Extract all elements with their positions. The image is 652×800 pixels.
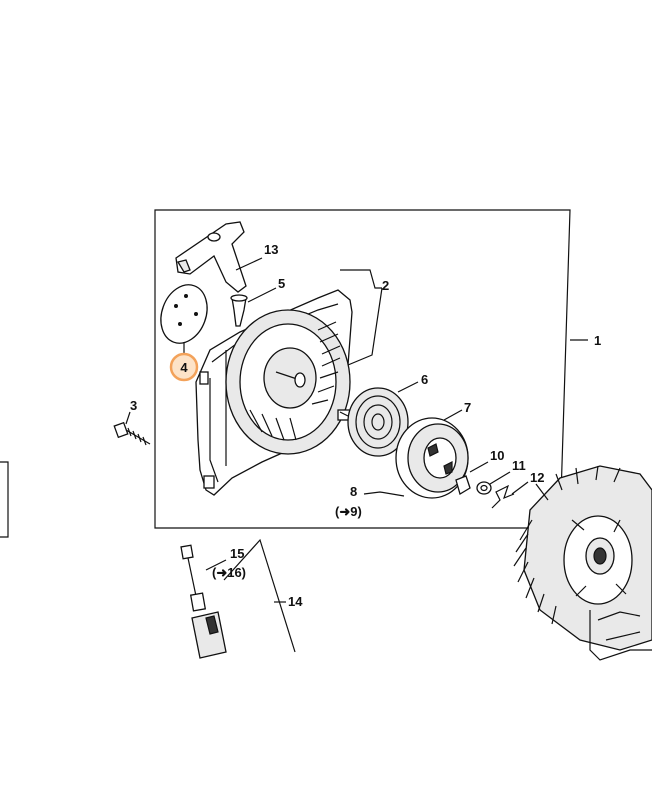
page-edge-fragment [0, 461, 9, 538]
washer-plate [160, 284, 208, 344]
callout-8-ref: (➜9) [335, 504, 362, 519]
callout-8: 8 [350, 484, 357, 499]
fan-housing [195, 289, 353, 496]
pawl [455, 475, 471, 495]
highlight-ring-4[interactable] [169, 352, 199, 382]
crankcase-fragment [589, 610, 652, 661]
rope-rotor [395, 417, 469, 499]
screw [113, 421, 151, 446]
callout-6: 6 [421, 372, 428, 387]
rod-assembly [180, 544, 227, 659]
callout-1: 1 [594, 333, 601, 348]
flywheel [513, 465, 652, 651]
starter-grip [175, 221, 247, 293]
callout-3: 3 [130, 398, 137, 413]
callout-2: 2 [382, 278, 389, 293]
callout-5: 5 [278, 276, 285, 291]
callout-10: 10 [490, 448, 504, 463]
washer [476, 481, 492, 495]
callout-11: 11 [512, 458, 526, 473]
callout-13: 13 [264, 242, 278, 257]
callout-4[interactable]: 4 [180, 360, 188, 375]
rewind-spring [339, 387, 409, 457]
callout-7: 7 [464, 400, 471, 415]
callout-12: 12 [530, 470, 544, 485]
callout-14: 14 [288, 594, 303, 609]
starter-rope [363, 491, 405, 497]
spring-clip [491, 484, 515, 509]
callout-15-ref: (➜16) [212, 565, 246, 580]
callout-15: 15 [230, 546, 244, 561]
rope-guide-bushing [230, 294, 248, 327]
